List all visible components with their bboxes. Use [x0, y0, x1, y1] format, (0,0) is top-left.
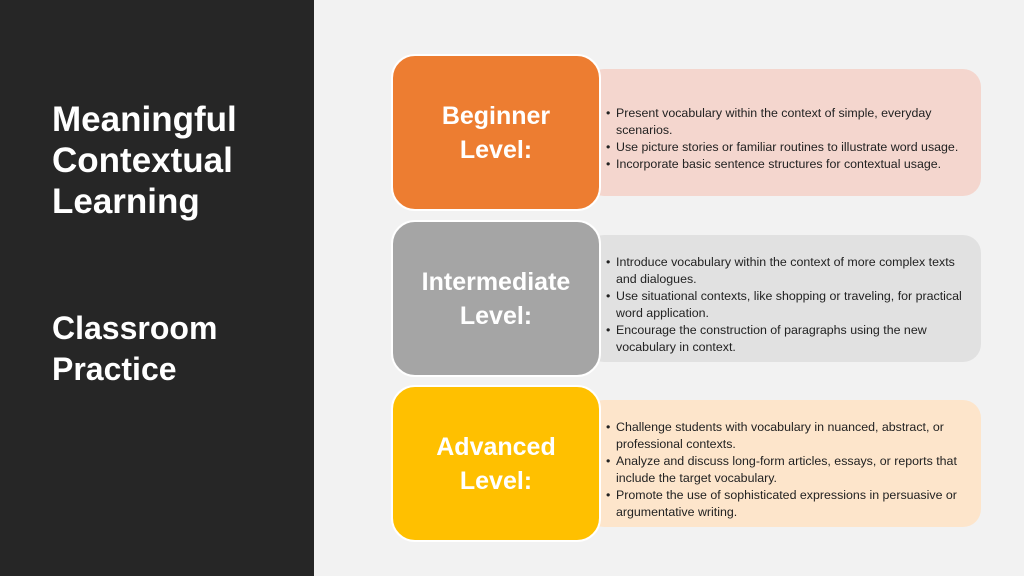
bullet-item: Use situational contexts, like shopping … [606, 288, 971, 322]
level-name: Advanced [436, 432, 556, 461]
level-suffix: Level: [459, 135, 533, 164]
bullet-item: Use picture stories or familiar routines… [606, 139, 971, 156]
bullet-item: Promote the use of sophisticated express… [606, 487, 971, 521]
level-details: Present vocabulary within the context of… [586, 69, 981, 196]
bullet-item: Analyze and discuss long-form articles, … [606, 453, 971, 487]
slide-subtitle: Classroom Practice [52, 310, 218, 387]
level-row: Introduce vocabulary within the context … [391, 220, 981, 377]
slide-title: Meaningful Contextual Learning [52, 100, 237, 221]
bullet-item: Encourage the construction of paragraphs… [606, 322, 971, 356]
level-name: Beginner [441, 101, 551, 130]
level-details: Introduce vocabulary within the context … [586, 235, 981, 362]
level-suffix: Level: [459, 301, 533, 330]
bullet-item: Introduce vocabulary within the context … [606, 254, 971, 288]
level-suffix: Level: [459, 466, 533, 495]
level-details: Challenge students with vocabulary in nu… [586, 400, 981, 527]
bullet-item: Challenge students with vocabulary in nu… [606, 419, 971, 453]
level-name: Intermediate [421, 267, 571, 296]
bullet-item: Present vocabulary within the context of… [606, 105, 971, 139]
sidebar-panel: Meaningful Contextual Learning Classroom… [0, 0, 314, 576]
level-row: Challenge students with vocabulary in nu… [391, 385, 981, 542]
level-row: Present vocabulary within the context of… [391, 54, 981, 211]
bullet-item: Incorporate basic sentence structures fo… [606, 156, 971, 173]
